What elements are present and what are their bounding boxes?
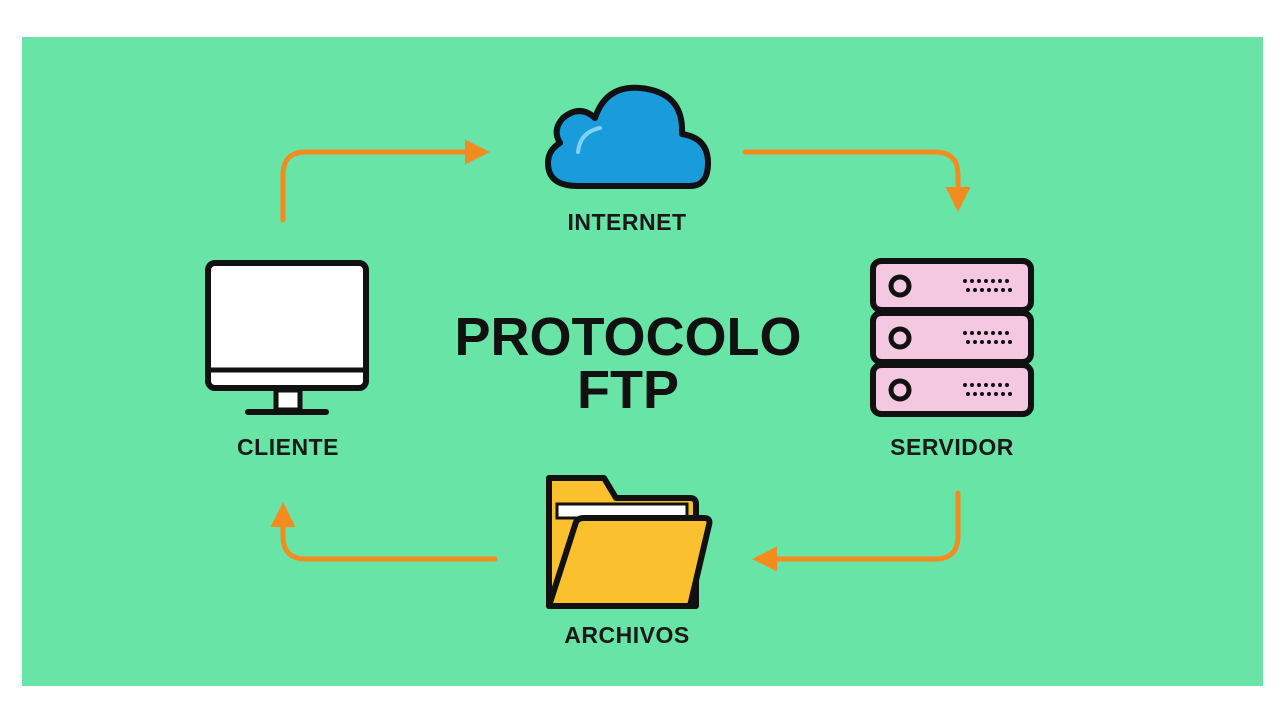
diagram-title-line1: PROTOCOLO: [454, 307, 802, 367]
arrow-cliente-to-internet: [280, 139, 490, 223]
monitor-icon: [205, 260, 369, 415]
diagram-title-line2: FTP: [577, 360, 679, 420]
server-icon: [870, 258, 1034, 417]
arrow-servidor-to-archivos: [752, 490, 961, 572]
cloud-icon: [545, 84, 711, 189]
node-label-cliente: CLIENTE: [237, 434, 339, 460]
node-label-servidor: SERVIDOR: [890, 434, 1014, 460]
arrow-internet-to-servidor: [742, 149, 971, 212]
node-label-internet: INTERNET: [567, 209, 687, 235]
folder-icon: [546, 475, 713, 609]
node-label-archivos: ARCHIVOS: [564, 622, 690, 648]
arrow-archivos-to-cliente: [270, 502, 498, 562]
